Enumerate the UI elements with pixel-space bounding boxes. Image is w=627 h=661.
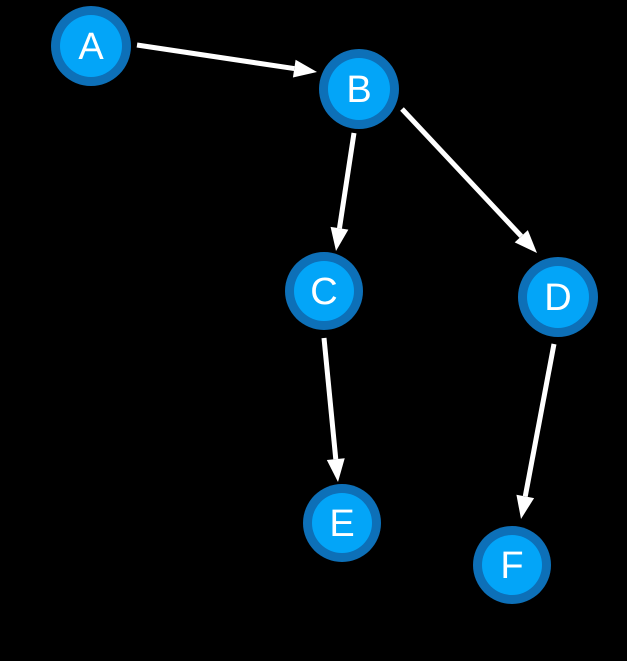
node-label: D [544, 277, 571, 319]
node-fill-circle [312, 493, 372, 553]
edge-arrowhead [514, 230, 537, 253]
edge-d-f [516, 343, 557, 519]
edge-b-c [330, 132, 357, 251]
node-label: B [346, 69, 371, 111]
edge-line [336, 132, 357, 229]
node-a[interactable]: A [51, 6, 131, 86]
edge-line [136, 42, 295, 72]
node-b[interactable]: B [319, 49, 399, 129]
node-fill-circle [482, 535, 542, 595]
edge-c-e [321, 337, 345, 482]
edges-layer [136, 42, 557, 519]
edge-line [321, 337, 339, 460]
node-label: C [310, 271, 337, 313]
edge-arrowhead [292, 59, 317, 78]
edge-b-d [400, 107, 537, 253]
node-label: E [329, 503, 354, 545]
node-label: F [500, 545, 523, 587]
node-fill-circle [527, 266, 589, 328]
node-fill-circle [60, 15, 122, 77]
node-e[interactable]: E [303, 484, 381, 562]
node-d[interactable]: D [518, 257, 598, 337]
node-f[interactable]: F [473, 526, 551, 604]
edge-arrowhead [516, 494, 535, 519]
edge-line [400, 107, 524, 238]
edge-arrowhead [326, 458, 345, 482]
edge-arrowhead [330, 226, 349, 251]
edge-line [522, 343, 557, 497]
nodes-layer: A B C D E F [51, 6, 598, 604]
node-fill-circle [328, 58, 390, 120]
node-c[interactable]: C [285, 252, 363, 330]
edge-a-b [136, 42, 317, 78]
node-label: A [78, 26, 104, 68]
node-fill-circle [294, 261, 354, 321]
